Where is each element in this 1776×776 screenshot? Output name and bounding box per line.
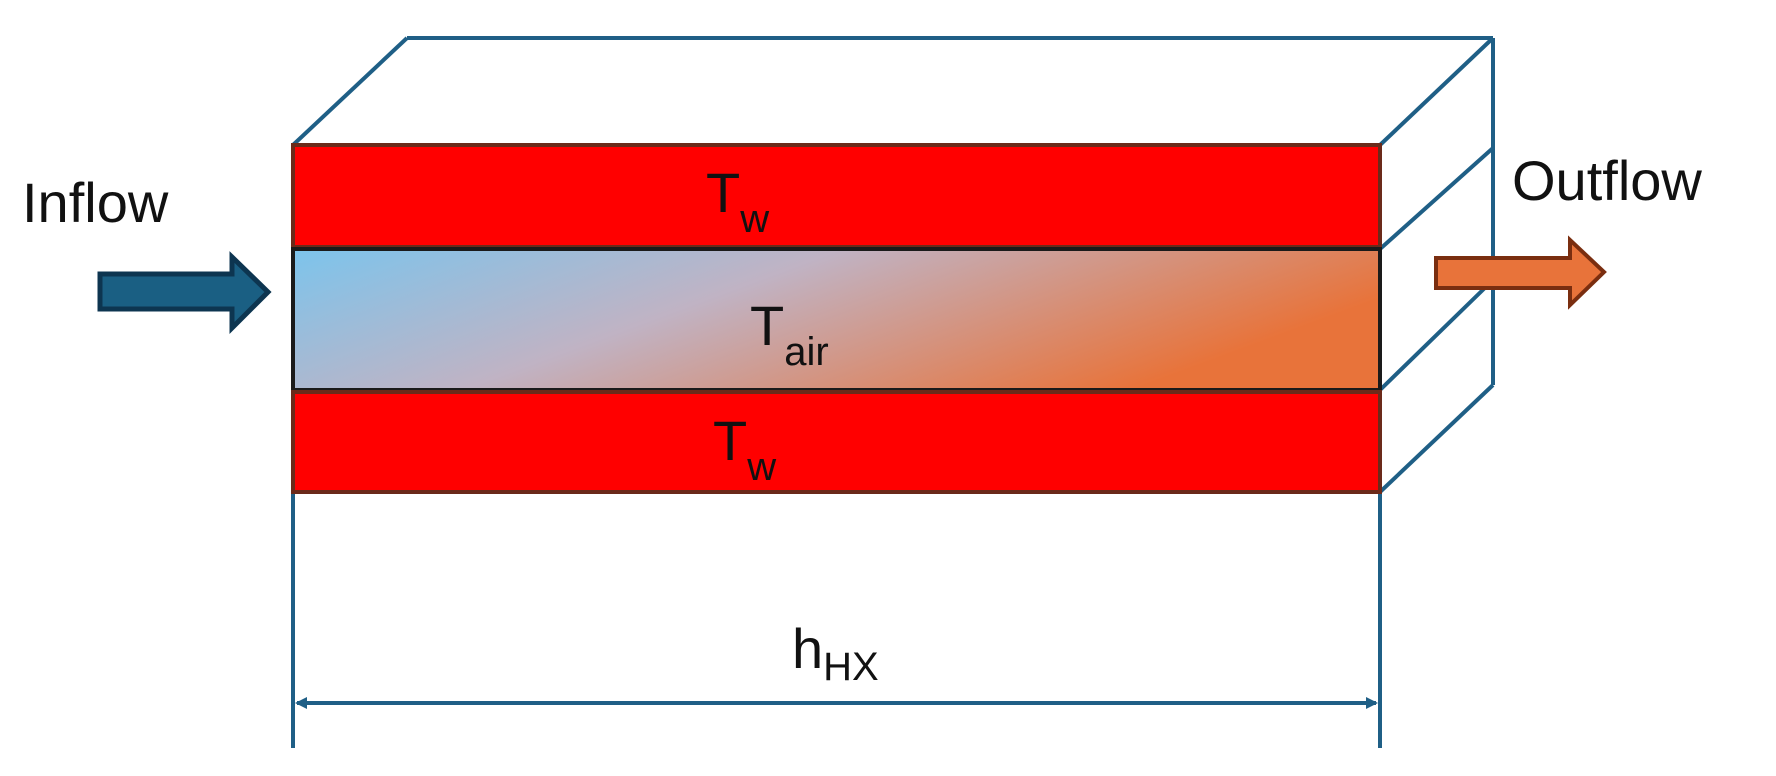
inflow-label: Inflow — [22, 171, 169, 234]
outflow-arrow — [1434, 235, 1607, 310]
top-layer-label: Tw — [706, 161, 769, 241]
air-layer-label: Tair — [750, 294, 829, 374]
box-outline — [291, 36, 1495, 748]
inflow-arrow — [97, 251, 272, 335]
air-channel-layer — [291, 247, 1382, 392]
dimension-label: hHX — [792, 617, 879, 689]
bottom-wall-layer — [291, 390, 1382, 494]
left-depth-edge — [291, 36, 409, 147]
right-depth-edge-mid2 — [1378, 278, 1495, 392]
bottom-layer-label: Tw — [713, 409, 776, 489]
right-depth-edge-bottom — [1378, 383, 1495, 494]
right-depth-edge-top — [1378, 36, 1495, 147]
right-depth-edge-mid1 — [1378, 146, 1495, 251]
outflow-label: Outflow — [1512, 149, 1702, 212]
top-wall-layer — [291, 143, 1382, 249]
